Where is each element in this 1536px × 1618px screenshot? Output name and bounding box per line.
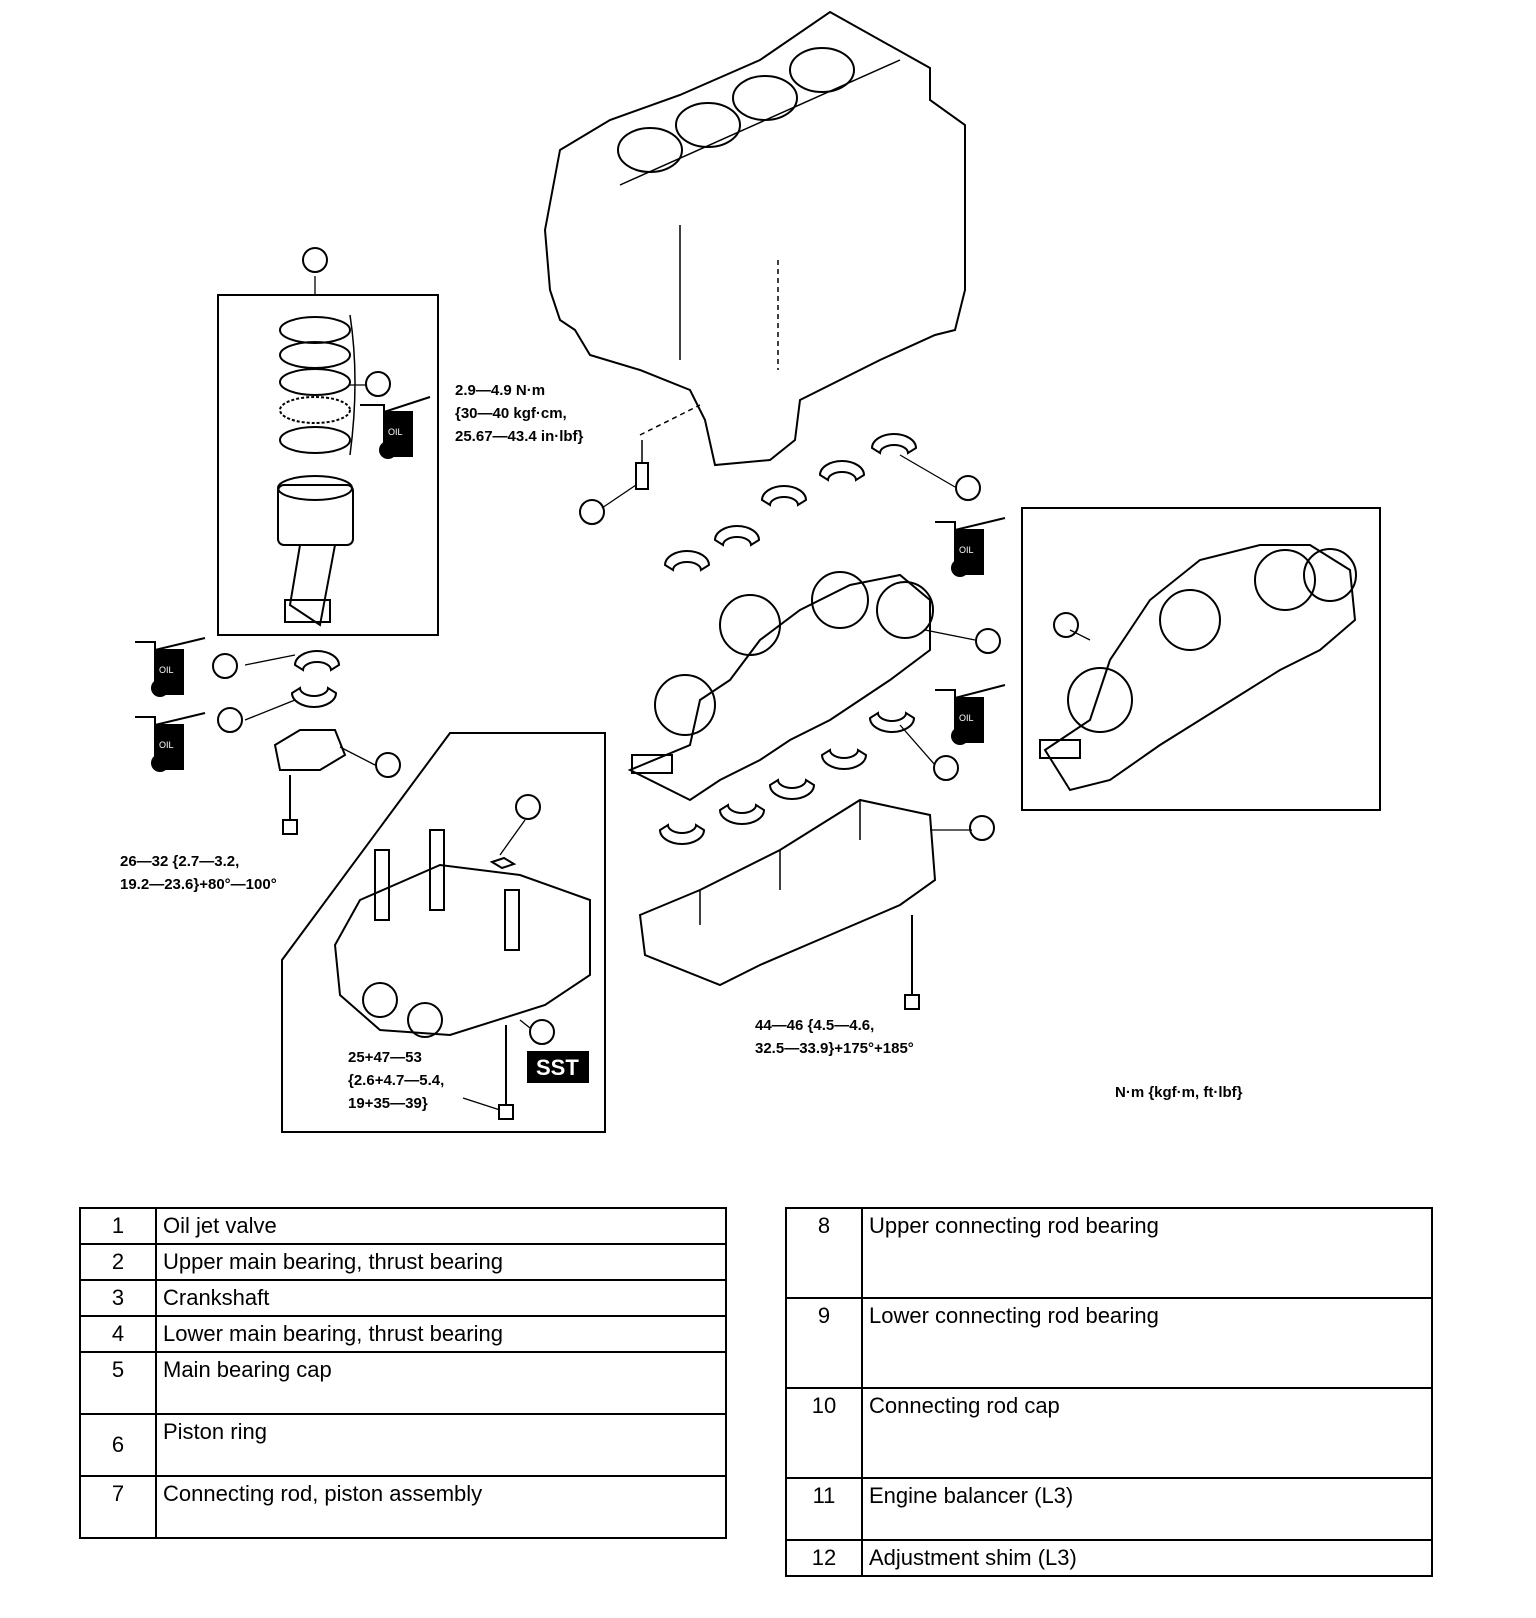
callout-1: 1 bbox=[586, 503, 596, 523]
crankshaft-l3-box bbox=[1021, 507, 1381, 811]
callout-3-l3: 3 bbox=[1060, 616, 1070, 636]
part-name: Connecting rod cap bbox=[861, 1387, 1433, 1479]
callout-4: 4 bbox=[940, 759, 950, 779]
variant-label-crankshaft: L3 bbox=[1025, 481, 1045, 501]
part-name: Connecting rod, piston assembly bbox=[155, 1475, 727, 1539]
part-number: 9 bbox=[785, 1297, 863, 1389]
torque-spec-conrod: 26—32 {2.7—3.2, 19.2—23.6}+80°—100° bbox=[120, 853, 277, 893]
part-number: 7 bbox=[79, 1475, 157, 1539]
part-name: Upper main bearing, thrust bearing bbox=[155, 1243, 727, 1281]
callout-7: 7 bbox=[309, 251, 319, 271]
svg-text:{30—40 kgf·cm,: {30—40 kgf·cm, bbox=[455, 405, 567, 422]
part-name: Main bearing cap bbox=[155, 1351, 727, 1415]
crankshaft bbox=[627, 571, 934, 802]
variant-label-balancer: L3 bbox=[452, 706, 472, 726]
oil-icon: OIL bbox=[360, 396, 431, 459]
oil-icon: OIL bbox=[935, 517, 1006, 577]
svg-text:2.9—4.9 N·m: 2.9—4.9 N·m bbox=[455, 382, 545, 399]
torque-spec-balancer: 25+47—53 {2.6+4.7—5.4, 19+35—39} bbox=[348, 1049, 444, 1112]
part-number: 12 bbox=[785, 1539, 863, 1577]
part-name: Adjustment shim (L3) bbox=[861, 1539, 1433, 1577]
sst-label: SST bbox=[536, 1055, 579, 1080]
callout-6: 6 bbox=[372, 375, 382, 395]
callout-9: 9 bbox=[224, 711, 234, 731]
oil-label-8: OIL bbox=[159, 665, 174, 675]
svg-text:19.2—23.6}+80°—100°: 19.2—23.6}+80°—100° bbox=[120, 876, 277, 893]
oil-label-9: OIL bbox=[159, 740, 174, 750]
callouts: 1 2 3 3 4 5 6 7 8 9 10 11 12 bbox=[212, 247, 1079, 1045]
part-number: 10 bbox=[785, 1387, 863, 1479]
part-number: 6 bbox=[79, 1413, 157, 1477]
svg-text:44—46 {4.5—4.6,: 44—46 {4.5—4.6, bbox=[755, 1017, 874, 1034]
lower-main-bearings bbox=[658, 711, 916, 845]
oil-jet-valve bbox=[635, 440, 649, 490]
part-number: 5 bbox=[79, 1351, 157, 1415]
svg-text:25.67—43.4 in·lbf}: 25.67—43.4 in·lbf} bbox=[455, 428, 584, 445]
oil-icon: OIL bbox=[135, 637, 206, 697]
unit-legend: N·m {kgf·m, ft·lbf} bbox=[1115, 1084, 1243, 1101]
part-number: 11 bbox=[785, 1477, 863, 1541]
torque-spec-oil-jet: 2.9—4.9 N·m {30—40 kgf·cm, 25.67—43.4 in… bbox=[455, 382, 584, 445]
part-name: Piston ring bbox=[155, 1413, 727, 1477]
part-number: 3 bbox=[79, 1279, 157, 1317]
part-name: Engine balancer (L3) bbox=[861, 1477, 1433, 1541]
svg-text:{2.6+4.7—5.4,: {2.6+4.7—5.4, bbox=[348, 1072, 444, 1089]
leader-lines bbox=[244, 276, 1091, 1111]
cylinder-block bbox=[543, 10, 966, 467]
exploded-engine-diagram: OIL OIL OIL OIL OIL SST bbox=[120, 10, 1381, 1133]
part-number: 4 bbox=[79, 1315, 157, 1353]
callout-5: 5 bbox=[976, 819, 986, 839]
torque-spec-main-cap: 44—46 {4.5—4.6, 32.5—33.9}+175°+185° bbox=[755, 1017, 914, 1057]
part-name: Lower connecting rod bearing bbox=[861, 1297, 1433, 1389]
upper-main-bearings bbox=[663, 433, 918, 572]
callout-8: 8 bbox=[219, 657, 229, 677]
engine-balancer-box bbox=[281, 732, 606, 1133]
svg-text:26—32 {2.7—3.2,: 26—32 {2.7—3.2, bbox=[120, 853, 239, 870]
part-name: Crankshaft bbox=[155, 1279, 727, 1317]
svg-text:19+35—39}: 19+35—39} bbox=[348, 1095, 428, 1112]
part-name: Oil jet valve bbox=[155, 1207, 727, 1245]
sst-badge: SST bbox=[527, 1051, 589, 1083]
svg-text:25+47—53: 25+47—53 bbox=[348, 1049, 422, 1066]
connecting-rod-parts bbox=[273, 650, 347, 835]
piston-assembly-box bbox=[217, 294, 439, 636]
oil-icon: OIL bbox=[135, 712, 206, 772]
part-name: Upper connecting rod bearing bbox=[861, 1207, 1433, 1299]
part-number: 1 bbox=[79, 1207, 157, 1245]
part-name: Lower main bearing, thrust bearing bbox=[155, 1315, 727, 1353]
callout-3: 3 bbox=[982, 632, 992, 652]
svg-text:32.5—33.9}+175°+185°: 32.5—33.9}+175°+185° bbox=[755, 1040, 914, 1057]
main-bearing-cap bbox=[638, 798, 937, 1010]
oil-label-6: OIL bbox=[388, 427, 403, 437]
oil-label-2: OIL bbox=[959, 545, 974, 555]
oil-icon: OIL bbox=[935, 684, 1006, 745]
part-number: 8 bbox=[785, 1207, 863, 1299]
part-number: 2 bbox=[79, 1243, 157, 1281]
callout-2: 2 bbox=[962, 479, 972, 499]
oil-label-4: OIL bbox=[959, 713, 974, 723]
